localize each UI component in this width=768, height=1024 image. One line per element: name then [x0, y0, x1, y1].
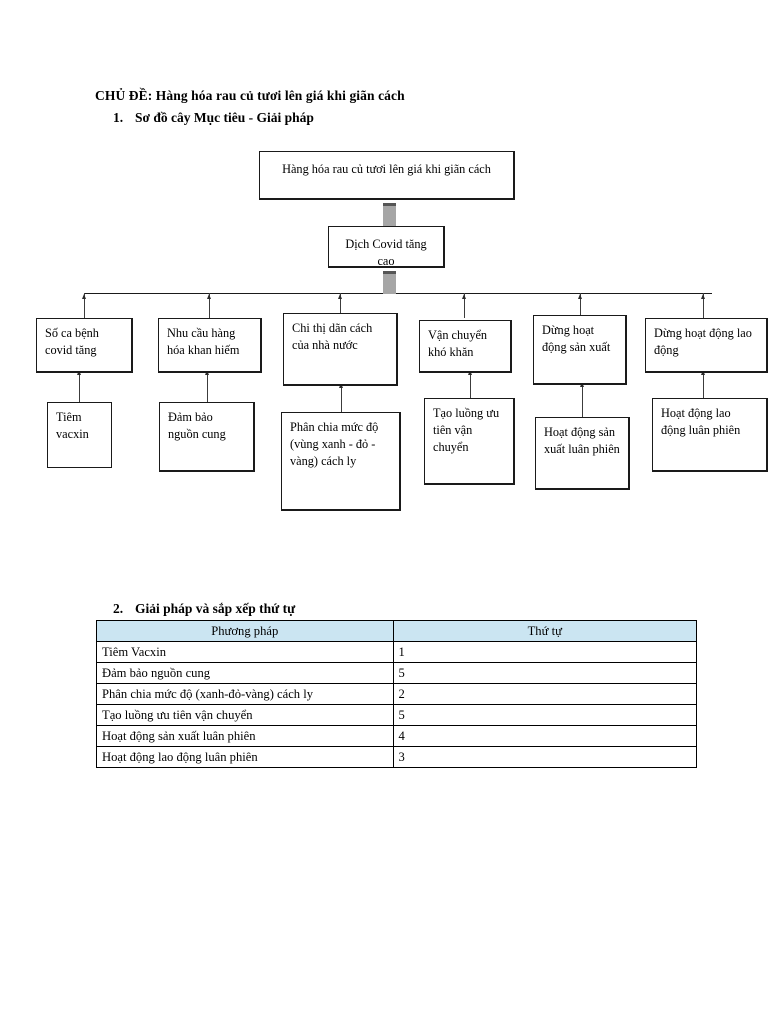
- column-header-method: Phương pháp: [96, 620, 394, 642]
- cell-order: 5: [392, 704, 698, 726]
- objective-solution-tree-diagram: Hàng hóa rau củ tươi lên giá khi giãn cá…: [36, 151, 768, 511]
- table-row: Hoạt động lao động luân phiên 3: [96, 746, 698, 768]
- section-title-2: Giải pháp và sắp xếp thứ tự: [135, 601, 296, 616]
- cell-method: Phân chia mức độ (xanh-đỏ-vàng) cách ly: [96, 683, 394, 705]
- cause-distribution-bus: [84, 293, 712, 295]
- section-heading-1: 1. Sơ đồ cây Mục tiêu - Giải pháp: [113, 110, 314, 126]
- tree-node-cause-3: Chi thị dãn cách của nhà nước: [283, 313, 398, 386]
- bus-drop-6: [703, 293, 705, 318]
- tree-node-solution-4: Tạo luồng ưu tiên vận chuyển: [424, 398, 515, 485]
- tree-node-cause-1: Số ca bệnh covid tăng: [36, 318, 133, 373]
- bus-drop-4: [464, 293, 466, 318]
- cell-method: Hoạt động sản xuất luân phiên: [96, 725, 394, 747]
- tree-node-solution-5: Hoạt động sản xuất luân phiên: [535, 417, 630, 490]
- table-row: Phân chia mức độ (xanh-đỏ-vàng) cách ly …: [96, 683, 698, 705]
- tree-node-cause-5: Dừng hoạt động sản xuất: [533, 315, 627, 385]
- tree-node-driver: Dịch Covid tăng cao: [328, 226, 445, 268]
- cause-arrow-2: [206, 294, 211, 299]
- solution-link-2: [207, 373, 209, 402]
- bus-drop-3: [340, 293, 342, 318]
- cell-method: Tạo luồng ưu tiên vận chuyển: [96, 704, 394, 726]
- cell-order: 3: [392, 746, 698, 768]
- solution-link-6: [703, 373, 705, 398]
- table-row: Tạo luồng ưu tiên vận chuyển 5: [96, 704, 698, 726]
- bus-drop-1: [84, 293, 86, 318]
- section-title-1: Sơ đồ cây Mục tiêu - Giải pháp: [135, 110, 314, 125]
- cell-method: Tiêm Vacxin: [96, 641, 394, 663]
- cause-arrow-4: [461, 294, 466, 299]
- tree-node-root: Hàng hóa rau củ tươi lên giá khi giãn cá…: [259, 151, 515, 200]
- table-row: Đảm bảo nguồn cung 5: [96, 662, 698, 684]
- table-row: Tiêm Vacxin 1: [96, 641, 698, 663]
- table-header-row: Phương pháp Thứ tự: [96, 620, 698, 642]
- solution-link-4: [470, 373, 472, 398]
- tree-node-cause-6: Dừng hoạt động lao động: [645, 318, 768, 373]
- cell-order: 1: [392, 641, 698, 663]
- root-to-driver-connector: [383, 203, 396, 226]
- solution-ranking-table: Phương pháp Thứ tự Tiêm Vacxin 1 Đảm bảo…: [96, 620, 698, 768]
- cell-order: 5: [392, 662, 698, 684]
- cause-arrow-1: [81, 294, 86, 299]
- page-title: CHỦ ĐỀ: Hàng hóa rau củ tươi lên giá khi…: [95, 88, 405, 103]
- cause-arrow-5: [577, 294, 582, 299]
- driver-to-bus-connector: [383, 271, 396, 294]
- solution-link-5: [582, 385, 584, 417]
- tree-node-solution-1: Tiêm vacxin: [47, 402, 112, 468]
- cell-order: 2: [392, 683, 698, 705]
- table-row: Hoạt động sản xuất luân phiên 4: [96, 725, 698, 747]
- bus-drop-5: [580, 293, 582, 318]
- tree-node-solution-3: Phân chia mức độ (vùng xanh - đỏ - vàng)…: [281, 412, 401, 511]
- section-heading-2: 2. Giải pháp và sắp xếp thứ tự: [113, 601, 295, 617]
- column-header-order: Thứ tự: [392, 620, 698, 642]
- solution-link-1: [79, 373, 81, 402]
- tree-node-solution-6: Hoạt động lao động luân phiên: [652, 398, 768, 472]
- tree-node-cause-2: Nhu cầu hàng hóa khan hiếm: [158, 318, 262, 373]
- bus-drop-2: [209, 293, 211, 318]
- cause-arrow-3: [337, 294, 342, 299]
- cell-method: Hoạt động lao động luân phiên: [96, 746, 394, 768]
- solution-link-3: [341, 386, 343, 412]
- cause-arrow-6: [700, 294, 705, 299]
- section-number-1: 1.: [113, 110, 124, 125]
- cell-method: Đảm bảo nguồn cung: [96, 662, 394, 684]
- tree-node-cause-4: Vận chuyển khó khăn: [419, 320, 512, 373]
- tree-node-solution-2: Đảm bảo nguồn cung: [159, 402, 255, 472]
- section-number-2: 2.: [113, 601, 124, 616]
- cell-order: 4: [392, 725, 698, 747]
